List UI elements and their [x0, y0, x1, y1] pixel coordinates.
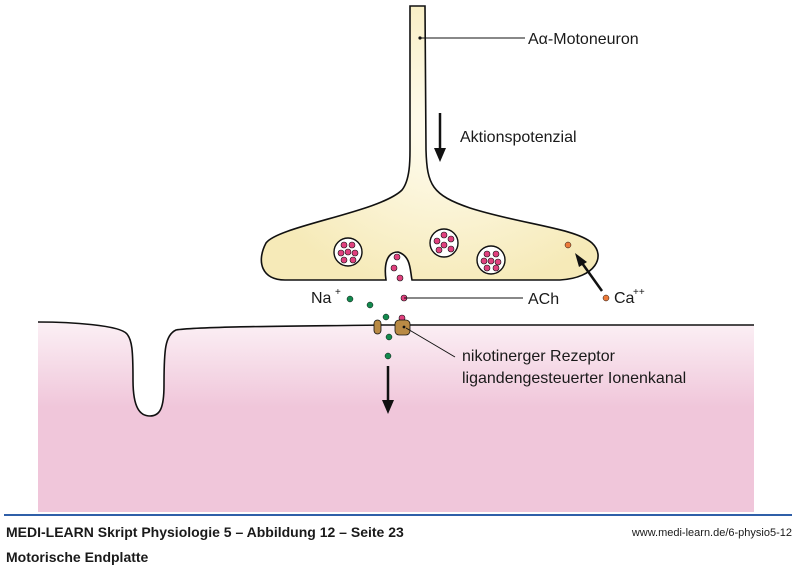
receptor-label-line2: ligandengesteuerter Ionenkanal — [462, 370, 686, 387]
action-potential-arrow — [434, 113, 446, 162]
ach-label: ACh — [528, 291, 559, 308]
footer-title: MEDI-LEARN Skript Physiologie 5 – Abbild… — [6, 524, 404, 540]
synaptic-vesicle — [476, 245, 506, 275]
postsynaptic-membrane — [37, 321, 754, 417]
na-ion — [346, 295, 354, 303]
calcium-charge: ++ — [633, 287, 645, 298]
na-ion — [366, 301, 374, 309]
na-ion — [382, 313, 390, 321]
ach-molecule — [390, 264, 398, 272]
synaptic-vesicle — [333, 237, 363, 267]
ach-molecule — [393, 253, 401, 261]
motoneuron-label: Aα-Motoneuron — [528, 31, 639, 48]
muscle-fiber — [38, 322, 754, 512]
ca-ion — [564, 241, 572, 249]
receptor-leader — [405, 327, 456, 358]
na-ion — [384, 352, 392, 360]
sodium-charge: + — [335, 287, 341, 298]
sodium-label: Na — [311, 290, 332, 307]
receptor-label-line1: nikotinerger Rezeptor — [462, 348, 616, 365]
depolarization-arrow — [382, 366, 394, 414]
footer-divider — [4, 514, 792, 516]
na-ion — [385, 333, 393, 341]
synaptic-vesicle — [429, 228, 459, 258]
nicotinic-receptor — [394, 319, 411, 336]
calcium-label: Ca — [614, 290, 635, 307]
ion-channel-subunit — [373, 319, 382, 335]
motoneuron-axon-terminal — [260, 5, 599, 281]
ca-ion — [602, 294, 610, 302]
footer-url[interactable]: www.medi-learn.de/6-physio5-12 — [631, 527, 792, 539]
ach-molecule — [396, 274, 404, 282]
action-potential-label: Aktionspotenzial — [460, 129, 577, 146]
figure-caption: Motorische Endplatte — [6, 549, 149, 565]
ca-influx-arrow — [575, 253, 604, 292]
